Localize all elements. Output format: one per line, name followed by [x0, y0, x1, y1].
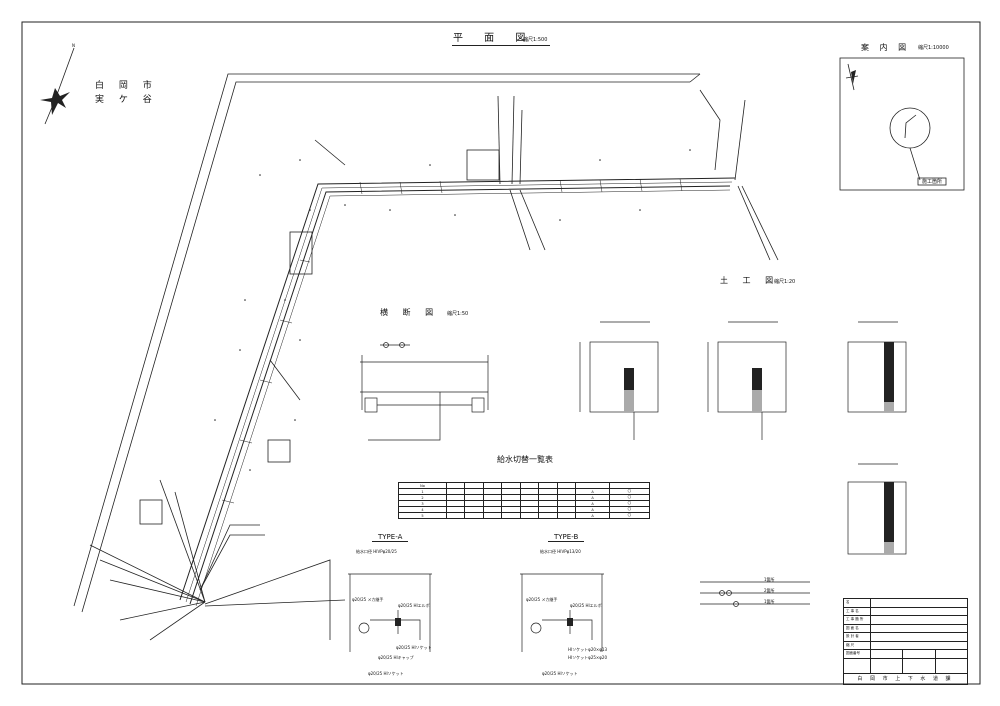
title-block-cell	[843, 657, 871, 674]
title-block-cell: 工 事 名	[843, 606, 871, 616]
title-block-row: 工 事 箇 所	[843, 615, 968, 625]
title-block-cell	[934, 649, 969, 659]
title-block-row: 図面番号	[843, 649, 969, 659]
table-cell	[501, 512, 521, 519]
type-b-label: φ20/25 HIエルボ	[570, 603, 602, 608]
title-block-row: 縮 尺	[843, 640, 968, 650]
place-district: 実 ケ 谷	[95, 95, 158, 105]
title-block-row	[843, 657, 969, 674]
title-block-cell	[870, 598, 968, 608]
type-b-label: φ20/25 メカ継手	[526, 597, 558, 602]
type-a-label: φ20/25 HIエルボ	[398, 603, 430, 608]
title-block-cell: 図面番号	[843, 649, 871, 659]
type-b-subtitle: 給水口径 HIVPφ13/20	[540, 549, 581, 554]
title-block-cell	[902, 649, 936, 659]
type-b-title: TYPE-B	[548, 534, 585, 542]
title-block: 名 工 事 名 工 事 箇 所 図 面 名 設 計 者 縮 尺 図面番号	[843, 598, 969, 685]
title-block-cell	[870, 615, 968, 625]
table-cell: A	[575, 512, 610, 519]
title-block-cell	[870, 606, 968, 616]
title-block-cell: 図 面 名	[843, 623, 871, 633]
table-cell	[519, 512, 540, 519]
table-cell	[482, 512, 503, 519]
title-block-row: 工 事 名	[843, 606, 968, 616]
plan-scale: 縮尺1:500	[523, 37, 548, 43]
type-a-label: φ20/25 メカ継手	[352, 597, 384, 602]
title-block-row: 設 計 者	[843, 632, 968, 642]
earthwork-scale: 縮尺1:20	[774, 279, 796, 285]
section-scale: 縮尺1:50	[447, 311, 469, 317]
table-cell	[445, 512, 466, 519]
type-b-label: HIソケットφ25×φ20	[568, 655, 607, 660]
table-cell	[556, 512, 577, 519]
title-block-cell: 縮 尺	[843, 640, 871, 650]
title-block-owner-row: 白 岡 市 上 下 水 道 課	[843, 672, 968, 685]
title-block-cell	[869, 657, 904, 674]
earthwork-title: 土 工 図	[720, 276, 780, 285]
type-b-label: HIソケットφ20×φ13	[568, 647, 607, 652]
legend-item: 1箇所	[764, 599, 775, 604]
title-block-cell: 工 事 箇 所	[843, 615, 871, 625]
location-scale: 縮尺1:10000	[918, 45, 949, 51]
title-block-cell	[869, 649, 904, 659]
title-block-cell	[870, 640, 968, 650]
title-block-owner: 白 岡 市 上 下 水 道 課	[843, 672, 968, 685]
legend-item: 1箇所	[764, 577, 775, 582]
place-city: 白 岡 市	[95, 81, 158, 91]
table-row: 5 A 〇	[398, 512, 651, 519]
type-a-subtitle: 給水口径 HIVPφ20/25	[356, 549, 397, 554]
legend-item: 2箇所	[764, 588, 775, 593]
table-cell	[538, 512, 558, 519]
plan-title: 平 面 図	[453, 33, 535, 44]
title-block-row: 名	[843, 598, 968, 608]
title-block-row: 図 面 名	[843, 623, 968, 633]
table-cell: 〇	[608, 512, 651, 519]
table-cell	[464, 512, 484, 519]
title-block-cell	[870, 632, 968, 642]
title-block-cell: 名	[843, 598, 871, 608]
type-a-label: φ20/25 HIソケット	[396, 645, 432, 650]
title-block-cell	[870, 623, 968, 633]
type-b-label: φ20/25 HIソケット	[542, 671, 578, 676]
table-row: 1 A 〇	[398, 488, 651, 495]
type-a-label: φ20/25 HIキャップ	[378, 655, 414, 660]
north-label: N	[72, 43, 75, 48]
service-table-title: 給水切替一覧表	[497, 455, 553, 464]
location-site-label: 施工箇所	[922, 179, 943, 185]
section-title: 横 断 図	[380, 308, 440, 317]
title-block-cell	[934, 657, 969, 674]
title-block-cell	[902, 657, 936, 674]
type-a-title: TYPE-A	[372, 534, 409, 542]
table-cell: 5	[398, 512, 447, 519]
location-title: 案 内 図	[861, 43, 911, 52]
plan-title-underline	[452, 45, 550, 46]
title-block-cell: 設 計 者	[843, 632, 871, 642]
type-a-label: φ20/25 HIソケット	[368, 671, 404, 676]
service-table: No 1 A 〇 2	[398, 482, 651, 519]
